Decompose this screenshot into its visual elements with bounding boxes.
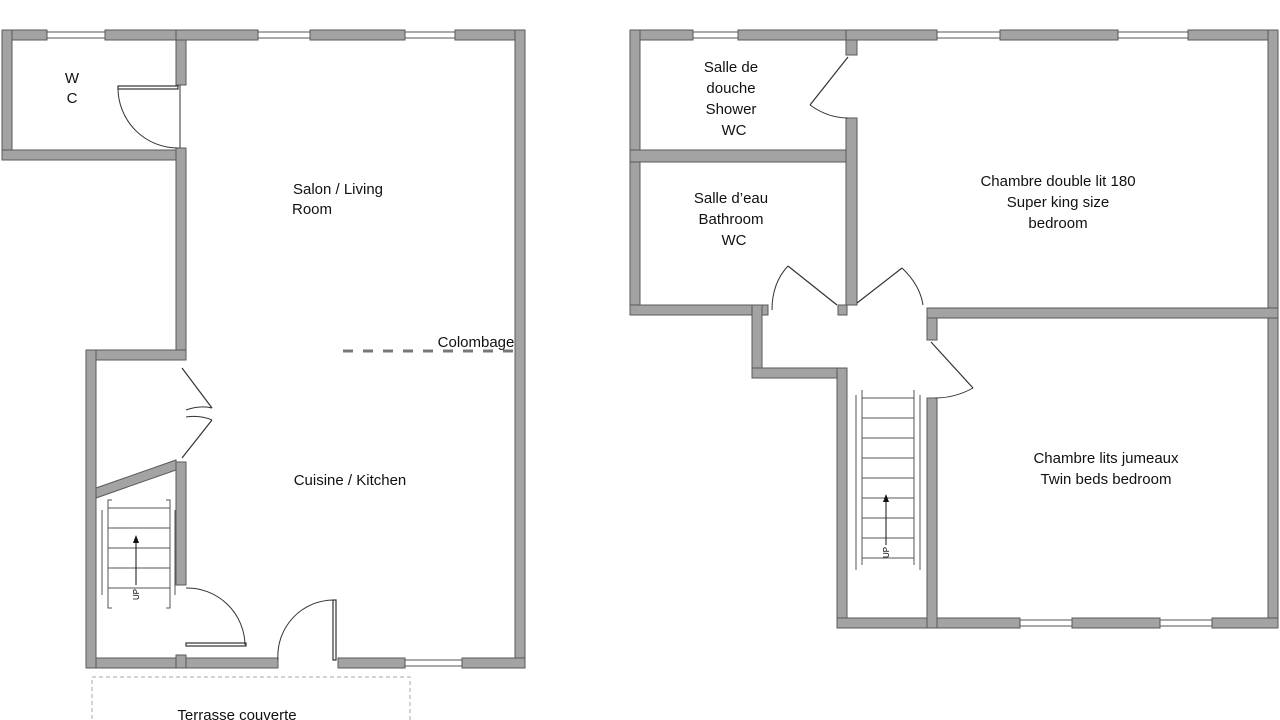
window: [46, 31, 106, 39]
bathroom-door[interactable]: [787, 265, 838, 306]
stair-up-label: UP: [132, 589, 141, 600]
shower-door[interactable]: [809, 56, 849, 106]
stair-door-swing: [185, 587, 246, 646]
wall: [1267, 29, 1279, 629]
arrow-up-icon: [883, 494, 889, 502]
window: [1019, 619, 1073, 627]
wall: [836, 367, 848, 629]
wall: [1, 29, 13, 161]
master-bedroom-label: Chambre double lit 180: [980, 173, 1135, 190]
wall: [837, 304, 848, 316]
wc-door-swing: [117, 87, 179, 149]
stair-door[interactable]: [185, 642, 247, 647]
wall: [629, 304, 769, 316]
entrance-door-swing: [277, 599, 335, 661]
twin-bedroom-door[interactable]: [930, 341, 974, 389]
shower-room-label: douche: [706, 80, 755, 97]
window: [1117, 31, 1189, 39]
wall: [836, 617, 938, 629]
closet-bifold-door[interactable]: [181, 367, 213, 459]
wall: [751, 367, 848, 379]
stair-up-label: UP: [882, 547, 891, 558]
kitchen-label: Cuisine / Kitchen: [294, 472, 407, 489]
master-bedroom-label: Super king size: [1007, 194, 1110, 211]
wall: [104, 29, 179, 41]
twin-bedroom-label: Twin beds bedroom: [1041, 471, 1172, 488]
wall: [629, 29, 641, 316]
diagonal-wall: [95, 459, 177, 499]
entrance-door[interactable]: [332, 599, 337, 661]
bathroom-door-swing: [771, 265, 789, 311]
wall: [845, 117, 858, 306]
master-bedroom-door[interactable]: [856, 267, 903, 304]
bathroom-label: Bathroom: [698, 211, 763, 228]
wall: [999, 29, 1119, 41]
wall: [845, 29, 938, 41]
living-room-label: Salon / Living: [293, 181, 383, 198]
window: [404, 659, 463, 667]
shower-room-label: WC: [722, 122, 747, 139]
window: [1159, 619, 1213, 627]
shower-room-label: Salle de: [704, 59, 758, 76]
upper-stairs: [855, 390, 921, 570]
wall: [1071, 617, 1161, 629]
wall: [175, 654, 187, 669]
wall: [1187, 29, 1279, 41]
wall: [85, 349, 97, 669]
window: [257, 31, 311, 39]
wall: [751, 304, 763, 379]
wc-label: C: [67, 90, 78, 107]
ground-stairs: [101, 499, 176, 609]
wall: [737, 29, 858, 41]
bathroom-label: WC: [722, 232, 747, 249]
master-door-swing: [901, 267, 924, 306]
master-bedroom-label: bedroom: [1028, 215, 1087, 232]
wall: [514, 29, 526, 669]
colombage-label: Colombage: [438, 334, 515, 351]
wall: [629, 149, 858, 163]
living-room-label: Room: [292, 201, 332, 218]
twin-door-swing: [934, 387, 974, 399]
shower-room-label: Shower: [706, 101, 757, 118]
terrace-label: Terrasse couverte: [177, 707, 296, 720]
wc-door[interactable]: [117, 85, 179, 90]
terrace-label-bg: [160, 700, 320, 720]
wall: [1, 149, 187, 161]
wall: [461, 657, 526, 669]
wall: [926, 397, 938, 629]
wall: [85, 349, 187, 361]
wc-label: W: [65, 70, 80, 87]
wall: [175, 147, 187, 351]
window: [404, 31, 456, 39]
wall: [1211, 617, 1279, 629]
wall: [175, 29, 259, 41]
closet-door-swing: [185, 406, 213, 421]
wall: [309, 29, 406, 41]
wall: [936, 617, 1021, 629]
upper-floor: UP Salle de douche Shower WC Salle d’eau…: [629, 29, 1279, 629]
window: [692, 31, 739, 39]
window: [936, 31, 1001, 39]
wall: [926, 307, 1279, 319]
twin-bedroom-label: Chambre lits jumeaux: [1033, 450, 1179, 467]
wall: [337, 657, 406, 669]
arrow-up-icon: [133, 535, 139, 543]
wall: [175, 461, 187, 586]
bathroom-label: Salle d’eau: [694, 190, 768, 207]
ground-floor: Terrasse couverte: [1, 29, 526, 720]
shower-door-swing: [809, 104, 849, 119]
